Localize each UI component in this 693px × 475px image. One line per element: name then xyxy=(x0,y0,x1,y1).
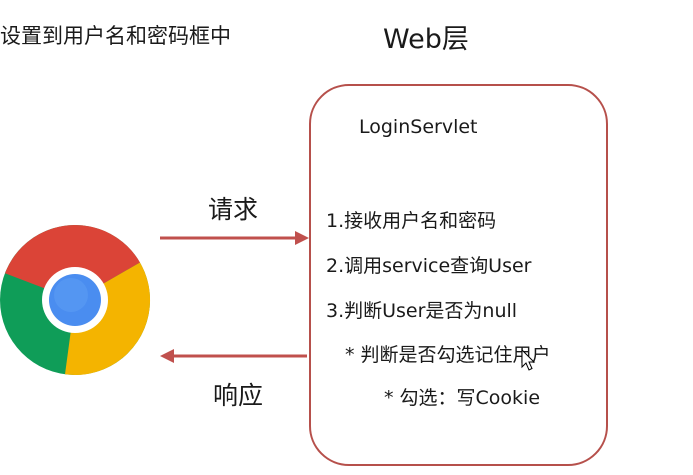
chrome-icon xyxy=(0,225,151,375)
step-check-remember: * 判断是否勾选记住用户 xyxy=(345,344,551,366)
web-layer-title: Web层 xyxy=(383,24,469,55)
step-receive-credentials: 1.接收用户名和密码 xyxy=(326,210,497,232)
servlet-name: LoginServlet xyxy=(359,116,478,138)
step-check-null: 3.判断User是否为null xyxy=(326,300,518,322)
step-write-cookie: * 勾选：写Cookie xyxy=(384,387,541,409)
response-arrow xyxy=(160,349,307,363)
request-label: 请求 xyxy=(208,195,259,224)
caption-text: 设置到用户名和密码框中 xyxy=(0,24,231,48)
request-arrow xyxy=(160,231,309,245)
step-call-service: 2.调用service查询User xyxy=(326,255,532,277)
response-label: 响应 xyxy=(213,381,264,410)
login-servlet-box xyxy=(309,84,608,466)
cursor-icon xyxy=(521,348,536,371)
